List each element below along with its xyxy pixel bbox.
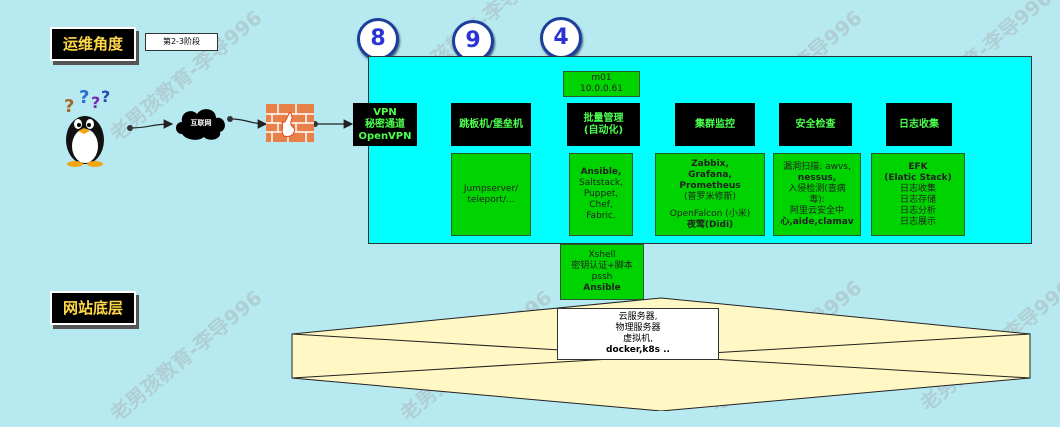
detail-line: Ansible, — [580, 167, 622, 177]
detail-line: Prometheus — [679, 180, 741, 191]
detail-line: EFK — [908, 161, 928, 172]
security-check-stage: 安全检查 — [779, 103, 852, 146]
svg-text:?: ? — [64, 96, 74, 117]
svg-text:?: ? — [101, 88, 110, 106]
detail-line: Jumpserver/ — [463, 183, 519, 194]
xshell-line: 密钥认证+脚本 — [571, 261, 633, 271]
xshell-line: Xshell — [588, 250, 616, 260]
penguin-user-icon: ? ? ? ? — [55, 87, 135, 168]
vpn-stage: VPN 秘密通道 OpenVPN — [353, 103, 417, 146]
batch-management-stage: 批量管理 (自动化) — [567, 103, 640, 146]
jump-stage-label: 跳板机/堡垒机 — [459, 118, 523, 130]
security-stage-label: 安全检查 — [795, 118, 836, 130]
servers-line: 物理服务器 — [615, 323, 661, 333]
detail-line: 日志展示 — [899, 216, 936, 227]
detail-line: 日志收集 — [899, 183, 936, 194]
servers-line: docker,k8s .. — [606, 345, 670, 355]
detail-line: 漏洞扫描: awvs, — [783, 161, 851, 172]
detail-line: 心,aide,clamav — [780, 216, 854, 227]
security-detail-box: 漏洞扫描: awvs, nessus, 入侵检测(查病 毒): 阿里云安全中 心… — [773, 153, 861, 236]
logs-detail-box: EFK (Elatic Stack) 日志收集 日志存储 日志分析 日志展示 — [871, 153, 965, 236]
detail-line: Puppet, — [583, 189, 619, 199]
jump-detail-box: Jumpserver/ teleport/... — [451, 153, 531, 236]
detail-line: 入侵检测(查病 — [788, 183, 846, 194]
detail-line: (Elatic Stack) — [884, 172, 952, 183]
internet-label: 互联网 — [190, 119, 212, 127]
batch-detail-box: Ansible, Saltstack, Puppet, Chef, Fabric… — [569, 153, 633, 236]
detail-line: Chef, — [589, 200, 613, 210]
detail-line: 日志分析 — [899, 205, 936, 216]
detail-line: teleport/... — [467, 194, 515, 205]
number-circle-4: 4 — [540, 17, 582, 59]
detail-line: 毒): — [809, 194, 825, 205]
m01-ip: 10.0.0.61 — [580, 84, 623, 94]
stage-note: 第2-3阶段 — [145, 33, 218, 51]
batch-stage-sublabel: (自动化) — [583, 124, 624, 136]
xshell-line: pssh — [591, 272, 613, 282]
detail-line: (普罗米修斯) — [683, 191, 737, 202]
svg-text:?: ? — [79, 88, 89, 108]
detail-line: Fabric. — [586, 211, 616, 221]
servers-line: 云服务器, — [618, 312, 658, 322]
logs-stage-label: 日志收集 — [899, 118, 939, 130]
m01-name: m01 — [591, 73, 612, 83]
xshell-box: Xshell 密钥认证+脚本 pssh Ansible — [560, 244, 644, 300]
servers-box: 云服务器, 物理服务器 虚拟机, docker,k8s .. — [557, 308, 719, 360]
log-collection-stage: 日志收集 — [886, 103, 952, 146]
xshell-line: Ansible — [583, 283, 621, 293]
site-base-tag: 网站底层 — [50, 291, 136, 325]
detail-line: OpenFalcon (小米) — [669, 208, 751, 219]
firewall-icon — [266, 104, 314, 142]
internet-cloud-icon: 互联网 — [172, 104, 230, 142]
ops-view-tag: 运维角度 — [50, 27, 136, 61]
monitor-stage-label: 集群监控 — [695, 118, 735, 130]
detail-line: 日志存储 — [899, 194, 936, 205]
batch-stage-label: 批量管理 — [583, 112, 624, 124]
detail-line: Saltstack, — [578, 178, 623, 188]
monitor-detail-box: Zabbix, Grafana, Prometheus (普罗米修斯) Open… — [655, 153, 765, 236]
detail-line: 阿里云安全中 — [789, 205, 844, 216]
jump-server-stage: 跳板机/堡垒机 — [451, 103, 531, 146]
number-circle-9: 9 — [452, 20, 494, 62]
number-circle-8: 8 — [357, 18, 399, 60]
cluster-monitor-stage: 集群监控 — [675, 103, 755, 146]
detail-line: Zabbix, — [691, 158, 729, 169]
base-platform — [291, 297, 1031, 411]
vpn-line-1: VPN — [373, 106, 397, 118]
svg-text:?: ? — [91, 93, 100, 112]
detail-line: Grafana, — [688, 169, 732, 180]
detail-line: nessus, — [797, 172, 837, 183]
vpn-line-2: 秘密通道 — [365, 118, 405, 130]
servers-line: 虚拟机, — [623, 334, 653, 344]
vpn-line-3: OpenVPN — [358, 130, 412, 142]
m01-host-box: m01 10.0.0.61 — [563, 71, 640, 97]
detail-line: 夜莺(Didi) — [686, 219, 734, 230]
